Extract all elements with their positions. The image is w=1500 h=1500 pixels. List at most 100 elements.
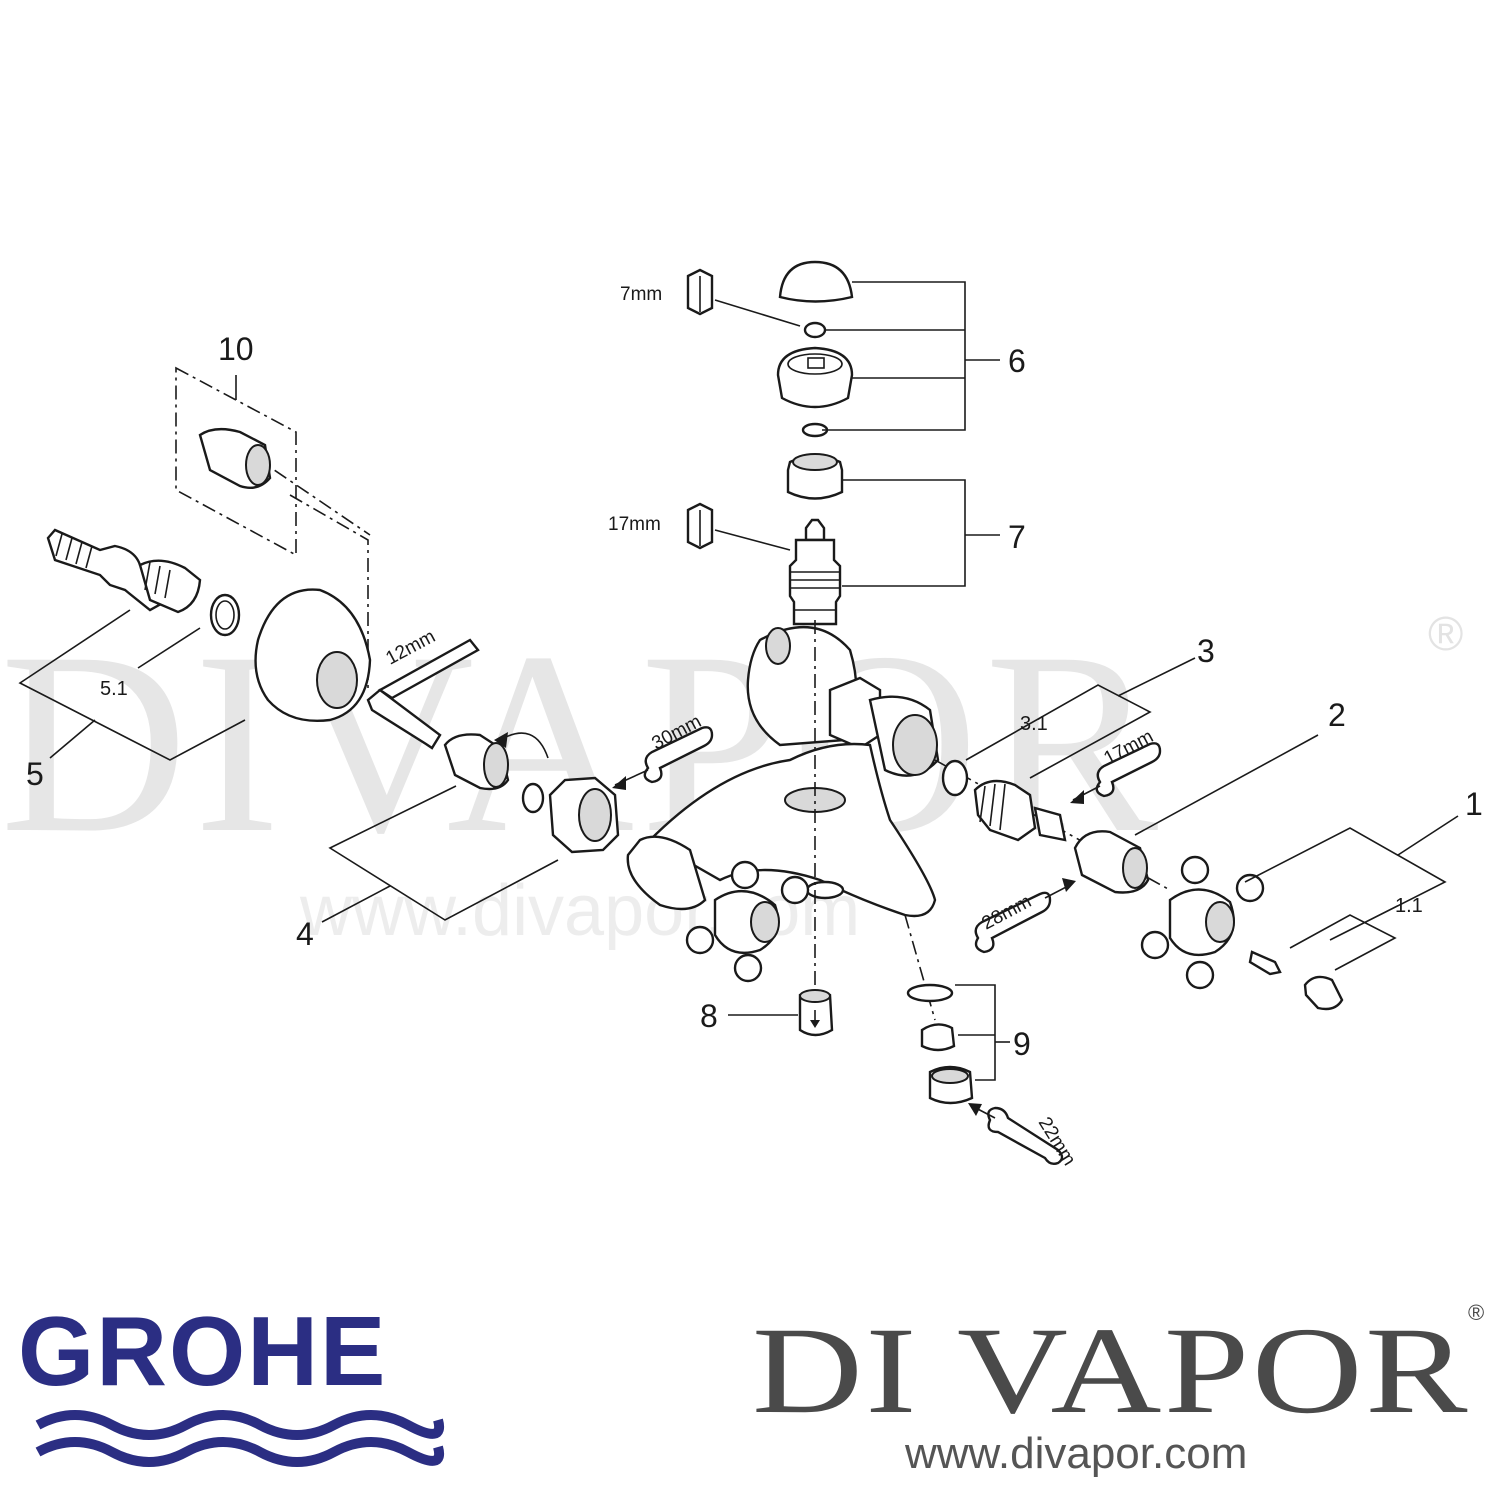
part-group-6: 6 7mm xyxy=(620,260,1026,438)
part-group-1: 1.1 1 xyxy=(1140,786,1483,1011)
callout-7: 7 xyxy=(1008,519,1026,555)
s-union-thread-f xyxy=(154,565,161,595)
leader-1-1-bracket xyxy=(1289,914,1397,971)
wrench-30mm-arrow-head xyxy=(612,776,626,790)
allen-key-12mm-arm xyxy=(377,638,480,700)
callout-2: 2 xyxy=(1328,697,1346,733)
spout-outlet xyxy=(805,880,845,900)
handle-arm-top xyxy=(730,860,760,890)
part-group-3: 3.1 3 xyxy=(941,633,1215,842)
s-union-thread-d xyxy=(85,545,93,569)
wrench-22mm-arrow-head xyxy=(968,1103,982,1116)
rotation-arrow-head xyxy=(494,732,508,748)
spout xyxy=(648,742,937,918)
sleeve-2-bore xyxy=(1122,847,1148,889)
cross-handle-arm-bottom xyxy=(1185,960,1215,990)
small-nut xyxy=(803,321,827,339)
s-union-thread-e xyxy=(144,561,151,591)
leader-7a xyxy=(842,479,966,587)
top-handle xyxy=(776,346,854,409)
top-handle-rim xyxy=(787,353,843,375)
s-union-thread-c xyxy=(75,541,83,565)
part-group-10: 10 xyxy=(175,331,297,557)
handle-arm-bottom xyxy=(733,953,763,983)
aerator-9-top xyxy=(931,1068,969,1084)
leader-5-1 xyxy=(137,627,201,669)
cover-ring-bore xyxy=(792,453,838,471)
cross-handle-hub-bore xyxy=(1205,901,1235,943)
leader-4-bracket xyxy=(328,785,559,921)
leader-3-bracket xyxy=(965,684,1152,779)
adapter-10-bore xyxy=(245,444,271,486)
divapor-logo-text: DI VAPOR xyxy=(752,1302,1470,1439)
body-port-top xyxy=(765,627,791,665)
cross-handle-arm-left xyxy=(1140,930,1170,960)
leader-17mm-top xyxy=(714,529,791,551)
watermark-registered: ® xyxy=(1428,608,1463,661)
wrench-28mm-arrow-head xyxy=(1062,878,1076,892)
leader-4 xyxy=(321,885,391,923)
s-union xyxy=(46,528,170,612)
callout-10: 10 xyxy=(218,331,254,367)
nut-9 xyxy=(920,1023,956,1052)
leader-5-bracket xyxy=(18,609,246,761)
body-left-handle xyxy=(685,860,810,983)
leader-9-bracket xyxy=(955,984,996,1081)
callout-3-1: 3.1 xyxy=(1020,713,1048,735)
part-group-7: 7 17mm xyxy=(608,453,1026,626)
callout-5: 5 xyxy=(26,756,44,792)
callout-6: 6 xyxy=(1008,343,1026,379)
callout-3: 3 xyxy=(1197,633,1215,669)
washer-4 xyxy=(521,782,545,814)
part-group-8: 8 xyxy=(700,989,834,1037)
escutcheon-5-bore xyxy=(316,651,358,709)
leader-1 xyxy=(1397,815,1459,856)
union-nut-4-bore xyxy=(578,788,612,842)
aerator-8-arrow-head xyxy=(810,1020,820,1028)
part-group-2: 2 xyxy=(1073,697,1346,894)
eccentric-4-bore xyxy=(483,742,509,788)
cross-handle-arm-top xyxy=(1180,855,1210,885)
washer-5-1-inner xyxy=(215,600,235,630)
tool-label-7mm: 7mm xyxy=(620,284,662,305)
wrench-17mm-arrow-head xyxy=(1070,790,1084,804)
dome-cap xyxy=(778,260,854,303)
s-union-thread-a xyxy=(55,533,63,557)
leader-2 xyxy=(1134,734,1319,836)
callout-8: 8 xyxy=(700,998,718,1034)
group-10-box xyxy=(175,366,297,557)
divapor-logo-registered: ® xyxy=(1468,1300,1484,1325)
cartridge xyxy=(788,538,842,626)
callout-9: 9 xyxy=(1013,1026,1031,1062)
headpart-3-rib-a xyxy=(979,785,986,823)
washer-9 xyxy=(906,983,954,1003)
grohe-logo-text: GROHE xyxy=(18,1296,387,1406)
headpart-3-spindle xyxy=(1033,806,1067,842)
handle-hub-cap xyxy=(750,901,780,943)
s-union-thread xyxy=(138,559,202,614)
leader-3 xyxy=(1117,657,1196,697)
divapor-logo: DI VAPOR ® www.divapor.com xyxy=(752,1300,1484,1478)
grohe-wave-1 xyxy=(35,1410,445,1440)
s-union-thread-b xyxy=(65,537,73,561)
right-outlet-bore xyxy=(892,714,938,776)
wrench-17mm-icon xyxy=(1095,742,1162,798)
divapor-logo-url: www.divapor.com xyxy=(904,1429,1247,1478)
wrench-28mm-icon xyxy=(974,891,1052,954)
wrench-22mm: 22mm xyxy=(968,1103,1080,1169)
cartridge-spindle xyxy=(804,518,826,542)
grohe-wave-2 xyxy=(35,1437,445,1467)
part-group-9: 9 xyxy=(906,983,1031,1105)
handle-arm-left xyxy=(685,925,715,955)
aerator-8-top xyxy=(799,989,831,1003)
part-group-5: 5.1 5 xyxy=(18,528,372,792)
left-valve-housing xyxy=(626,835,707,911)
tool-label-17mm-top: 17mm xyxy=(608,514,661,535)
wrench-22mm-icon xyxy=(987,1106,1064,1166)
headpart-3-rib-c xyxy=(999,783,1006,831)
cap-1-1 xyxy=(1303,975,1344,1011)
top-handle-slot xyxy=(807,357,825,369)
screw-1-1 xyxy=(1248,950,1282,976)
handle-arm-right xyxy=(780,875,810,905)
leader-1-bracket xyxy=(1244,827,1447,941)
